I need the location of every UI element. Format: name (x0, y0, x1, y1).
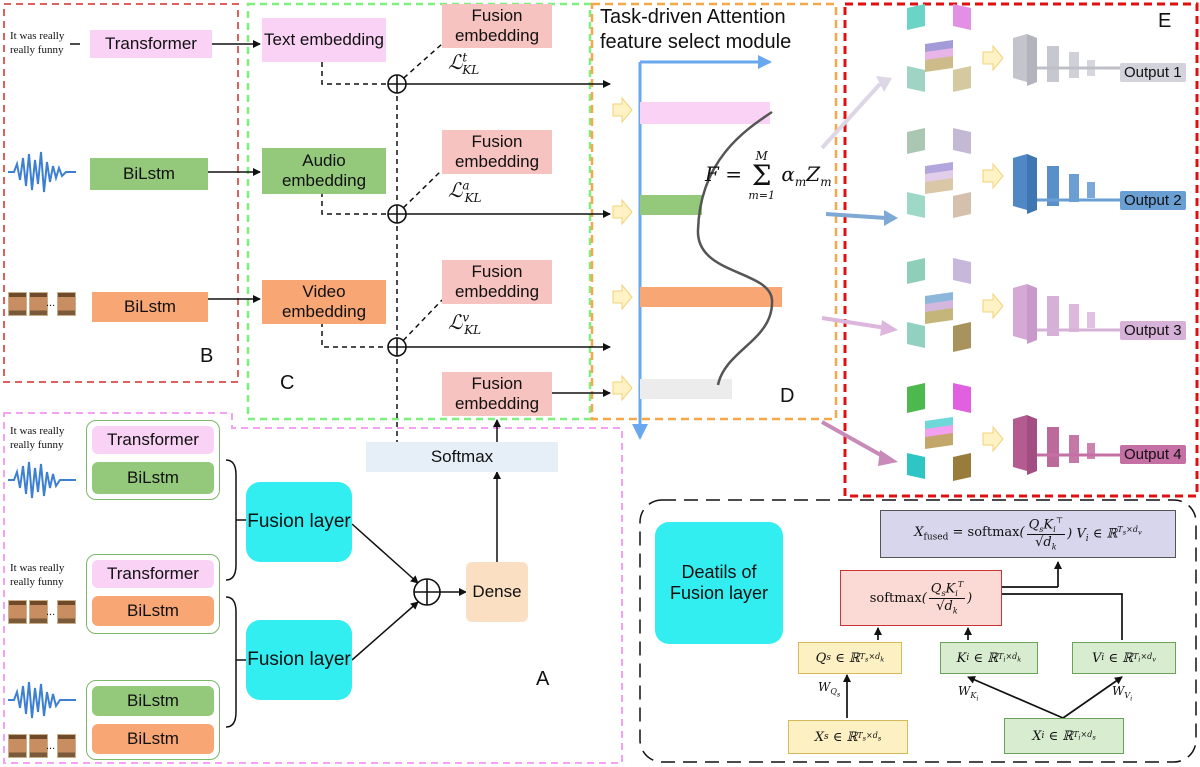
w-q-label: WQs (818, 680, 841, 699)
loss-audio: ℒaKL (448, 178, 482, 205)
frames-ellipsis: ... (46, 297, 56, 309)
face-frame-icon (57, 292, 76, 316)
text-input-sample-b: It was really really funny (10, 30, 65, 56)
audio-waveform-icon (8, 151, 76, 193)
face-frame-icon (29, 292, 48, 316)
bilstm-video-b: BiLstm (92, 292, 208, 322)
output-network-2 (907, 128, 1125, 218)
fusion-details-title: Deatils of Fusion layer (655, 522, 783, 644)
fusion-layer-2: Fusion layer (246, 620, 352, 700)
bilstm-a3: BiLstm (92, 686, 214, 716)
dense-layer: Dense (466, 562, 528, 622)
transformer-a1: Transformer (92, 426, 214, 454)
transformer-a2: Transformer (92, 560, 214, 588)
frame-fusion-details (639, 499, 1197, 763)
bilstm-a1: BiLstm (92, 462, 214, 494)
text-embedding: Text embedding (262, 18, 386, 62)
input-group-3 (86, 680, 220, 760)
x-fused-formula: Xfused = softmax( QsKi⊤ √dk ) Vi ∈ ℝTs×d… (880, 510, 1176, 558)
fusion-embedding-3: Fusion embedding (442, 260, 552, 304)
face-frame-icon (57, 600, 76, 624)
bar-video (640, 287, 782, 307)
softmax-formula: softmax( QsKiT √dk ) (840, 570, 1002, 626)
bilstm-a2: BiLstm (92, 596, 214, 626)
transformer-b: Transformer (90, 30, 212, 58)
face-frame-icon (8, 600, 27, 624)
module-title: Task-driven Attention feature select mod… (600, 5, 791, 55)
face-frame-icon (29, 734, 48, 758)
attention-curve (696, 110, 774, 386)
loss-text: ℒtKL (448, 50, 480, 77)
bilstm-a4: BiLstm (92, 724, 214, 754)
face-frame-icon (8, 292, 27, 316)
w-k-label: WKi (958, 684, 979, 703)
w-v-label: WVi (1112, 684, 1133, 703)
bar-text (640, 102, 770, 124)
video-embedding: Video embedding (262, 280, 386, 324)
module-title-line2: feature select module (600, 31, 792, 53)
loss-video: ℒvKL (448, 310, 482, 337)
audio-embedding: Audio embedding (262, 148, 386, 194)
bar-fusion (640, 379, 732, 399)
frame-c (246, 2, 592, 421)
softmax-box: Softmax (366, 442, 558, 472)
output-network-1 (907, 4, 1125, 92)
audio-waveform-icon (8, 461, 76, 499)
bar-audio (640, 195, 702, 215)
output-network-3 (907, 258, 1125, 352)
frames-ellipsis: ... (46, 606, 56, 618)
output-networks (907, 4, 1125, 481)
face-frame-icon (8, 734, 27, 758)
label-a: A (536, 668, 550, 690)
label-e: E (1158, 10, 1172, 32)
fusion-embedding-4: Fusion embedding (442, 372, 552, 416)
frame-a (3, 412, 623, 764)
bilstm-audio-b: BiLstm (90, 158, 208, 190)
input-group-2 (86, 554, 220, 634)
output-network-4 (907, 383, 1125, 481)
fusion-layer-1: Fusion layer (246, 482, 352, 562)
audio-waveform-icon (8, 681, 76, 719)
output-4-label: Output 4 (1120, 445, 1186, 464)
output-1-label: Output 1 (1120, 63, 1186, 82)
input-group-1 (86, 420, 220, 500)
label-d: D (780, 385, 795, 407)
output-2-label: Output 2 (1120, 191, 1186, 210)
label-c: C (280, 372, 295, 394)
fusion-embedding-1: Fusion embedding (442, 4, 552, 48)
frame-d (590, 2, 838, 421)
frame-b (3, 3, 239, 383)
face-frame-icon (29, 600, 48, 624)
frame-e (843, 2, 1199, 498)
label-b: B (200, 345, 214, 367)
frames-ellipsis: ... (46, 740, 56, 752)
module-title-line1: Task-driven Attention (600, 6, 786, 28)
fusion-embedding-2: Fusion embedding (442, 130, 552, 174)
output-3-label: Output 3 (1120, 321, 1186, 340)
face-frame-icon (57, 734, 76, 758)
